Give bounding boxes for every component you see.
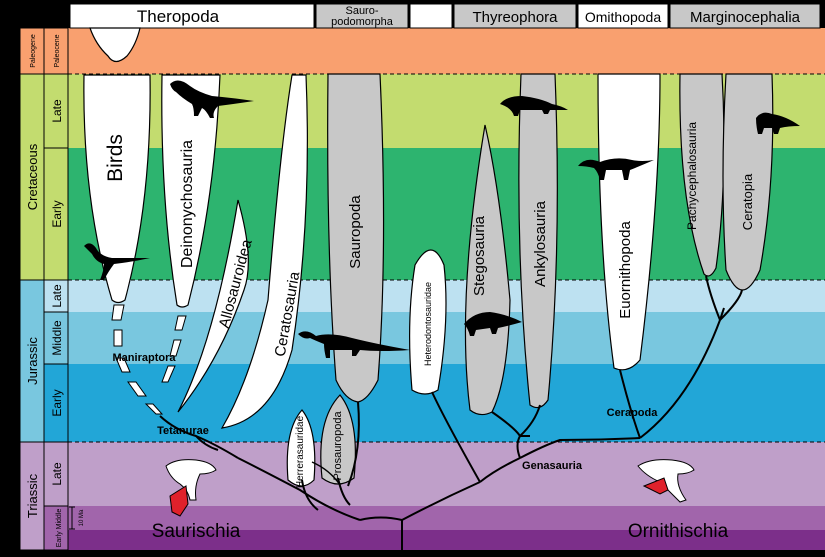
ankylosaur-silhouette-icon bbox=[500, 96, 568, 116]
header-ornithopoda: Omithopoda bbox=[585, 9, 661, 25]
spindle-allosauroidea bbox=[177, 199, 249, 413]
spindle-ankylosauria bbox=[518, 73, 558, 409]
clade-label-prosauropoda: Prosauropoda bbox=[332, 411, 344, 481]
header-box-theropoda bbox=[69, 3, 315, 29]
header-box-sauropodomorpha bbox=[315, 3, 409, 29]
period-label-jurassic: Jurassic bbox=[25, 337, 40, 385]
stem-segment-bird-1 bbox=[111, 304, 125, 321]
epoch-cell-cret-early bbox=[44, 148, 68, 280]
stem-segment-bird-3 bbox=[115, 357, 131, 373]
scale-bar-label: 10 Ma bbox=[79, 509, 85, 526]
clade-label-heterodontosauridae: Heterodontosauridae bbox=[423, 282, 433, 366]
node-label-cerapoda: Cerapoda bbox=[607, 407, 659, 419]
period-label-triassic: Triassic bbox=[25, 473, 40, 518]
epoch-label-tri-late: Late bbox=[50, 462, 64, 486]
spindle-ceratosauria bbox=[220, 74, 308, 429]
epoch-cell-jur-middle bbox=[44, 312, 68, 364]
stem-segment-bird-5 bbox=[144, 403, 164, 415]
band-triassic-middle bbox=[68, 506, 825, 530]
epoch-label-tri-early-middle: Early Middle bbox=[56, 509, 63, 548]
epoch-cell-jur-early bbox=[44, 364, 68, 442]
header-theropoda: Theropoda bbox=[137, 7, 220, 26]
spindle-deinonychosauria bbox=[161, 74, 221, 308]
spindle-euornithopoda bbox=[597, 73, 661, 371]
epoch-cell-tri-late bbox=[44, 442, 68, 506]
epoch-cell-jur-late bbox=[44, 280, 68, 312]
epoch-cell-tri-early-middle bbox=[44, 506, 68, 550]
header-sauropodomorpha-line2: podomorpha bbox=[331, 16, 394, 28]
ornithischian-pelvis-icon bbox=[637, 459, 695, 503]
spindle-prosauropoda bbox=[320, 394, 356, 485]
stegosaur-silhouette-icon bbox=[464, 312, 522, 336]
header-box-blank bbox=[409, 3, 453, 29]
epoch-label-paleocene: Paleocene bbox=[54, 34, 61, 67]
header-sauropodomorpha-line1: Sauro- bbox=[345, 5, 378, 17]
epoch-label-jur-early: Early bbox=[50, 389, 64, 416]
band-jurassic-middle bbox=[68, 312, 825, 364]
stem-segment-deino-2 bbox=[169, 339, 182, 357]
header-thyreophora: Thyreophora bbox=[472, 9, 558, 26]
period-cell-paleogene bbox=[20, 28, 44, 74]
header-marginocephalia: Marginocephalia bbox=[690, 9, 801, 26]
epoch-label-jur-late: Late bbox=[50, 284, 64, 308]
node-label-tetanurae: Tetanurae bbox=[157, 425, 209, 437]
node-label-genasauria: Genasauria bbox=[522, 460, 583, 472]
epoch-label-cret-early: Early bbox=[50, 200, 64, 227]
clade-label-euornithopoda: Euornithopoda bbox=[617, 221, 634, 319]
stem-segment-deino-3 bbox=[161, 365, 176, 383]
ornithopod-silhouette-icon bbox=[578, 158, 654, 180]
spindle-heterodontosauridae bbox=[409, 249, 447, 395]
clade-label-deinonychosauria: Deinonychosauria bbox=[179, 140, 196, 268]
band-triassic-early bbox=[68, 530, 825, 550]
clade-label-herrerasauridae: Herrerasauridae bbox=[295, 415, 306, 488]
period-label-cretaceous: Cretaceous bbox=[25, 143, 40, 210]
stem-segment-deino-1 bbox=[174, 315, 187, 331]
branch-lines bbox=[159, 275, 743, 550]
spindle-stegosauria bbox=[464, 124, 511, 416]
silhouettes bbox=[84, 80, 800, 358]
period-cell-jurassic bbox=[20, 280, 44, 442]
stem-segment-bird-4 bbox=[127, 381, 147, 397]
header-box-thyreophora bbox=[453, 3, 577, 29]
epoch-cell-paleocene bbox=[44, 28, 68, 74]
scale-bar-10ma: 10 Ma bbox=[69, 506, 85, 530]
header-box-marginocephalia bbox=[669, 3, 821, 29]
period-cell-cretaceous bbox=[20, 74, 44, 280]
sauropod-silhouette-icon bbox=[298, 331, 410, 358]
order-label-saurischia: Saurischia bbox=[152, 521, 241, 542]
node-label-maniraptora: Maniraptora bbox=[113, 352, 177, 364]
clade-label-pachycephalosauria: Pachycephalosauria bbox=[685, 122, 699, 230]
order-label-ornithischia: Ornithischia bbox=[628, 521, 729, 542]
epoch-cell-cret-late bbox=[44, 74, 68, 148]
epoch-label-jur-middle: Middle bbox=[50, 320, 64, 356]
raptor-silhouette-icon bbox=[84, 243, 150, 280]
saurischian-pelvis-icon bbox=[165, 459, 217, 517]
theropod-silhouette-icon bbox=[170, 80, 254, 118]
stem-segment-bird-2 bbox=[113, 329, 123, 347]
band-paleogene bbox=[68, 28, 825, 74]
clade-label-ankylosauria: Ankylosauria bbox=[532, 200, 549, 287]
period-cell-triassic bbox=[20, 442, 44, 550]
spindle-birds-top bbox=[89, 27, 141, 63]
clade-label-birds: Birds bbox=[104, 134, 127, 182]
spindle-birds bbox=[83, 74, 151, 304]
epoch-label-cret-late: Late bbox=[50, 99, 64, 123]
clade-label-stegosauria: Stegosauria bbox=[471, 215, 488, 296]
prosauropoda-link bbox=[311, 461, 341, 486]
clade-label-ceratopia: Ceratopia bbox=[740, 173, 755, 230]
spindle-sauropoda bbox=[327, 73, 385, 403]
period-label-paleogene: Paleogene bbox=[30, 34, 37, 68]
ceratopsian-silhouette-icon bbox=[756, 112, 800, 134]
clade-label-sauropoda: Sauropoda bbox=[347, 195, 364, 269]
header-box-ornithopoda bbox=[577, 3, 669, 29]
